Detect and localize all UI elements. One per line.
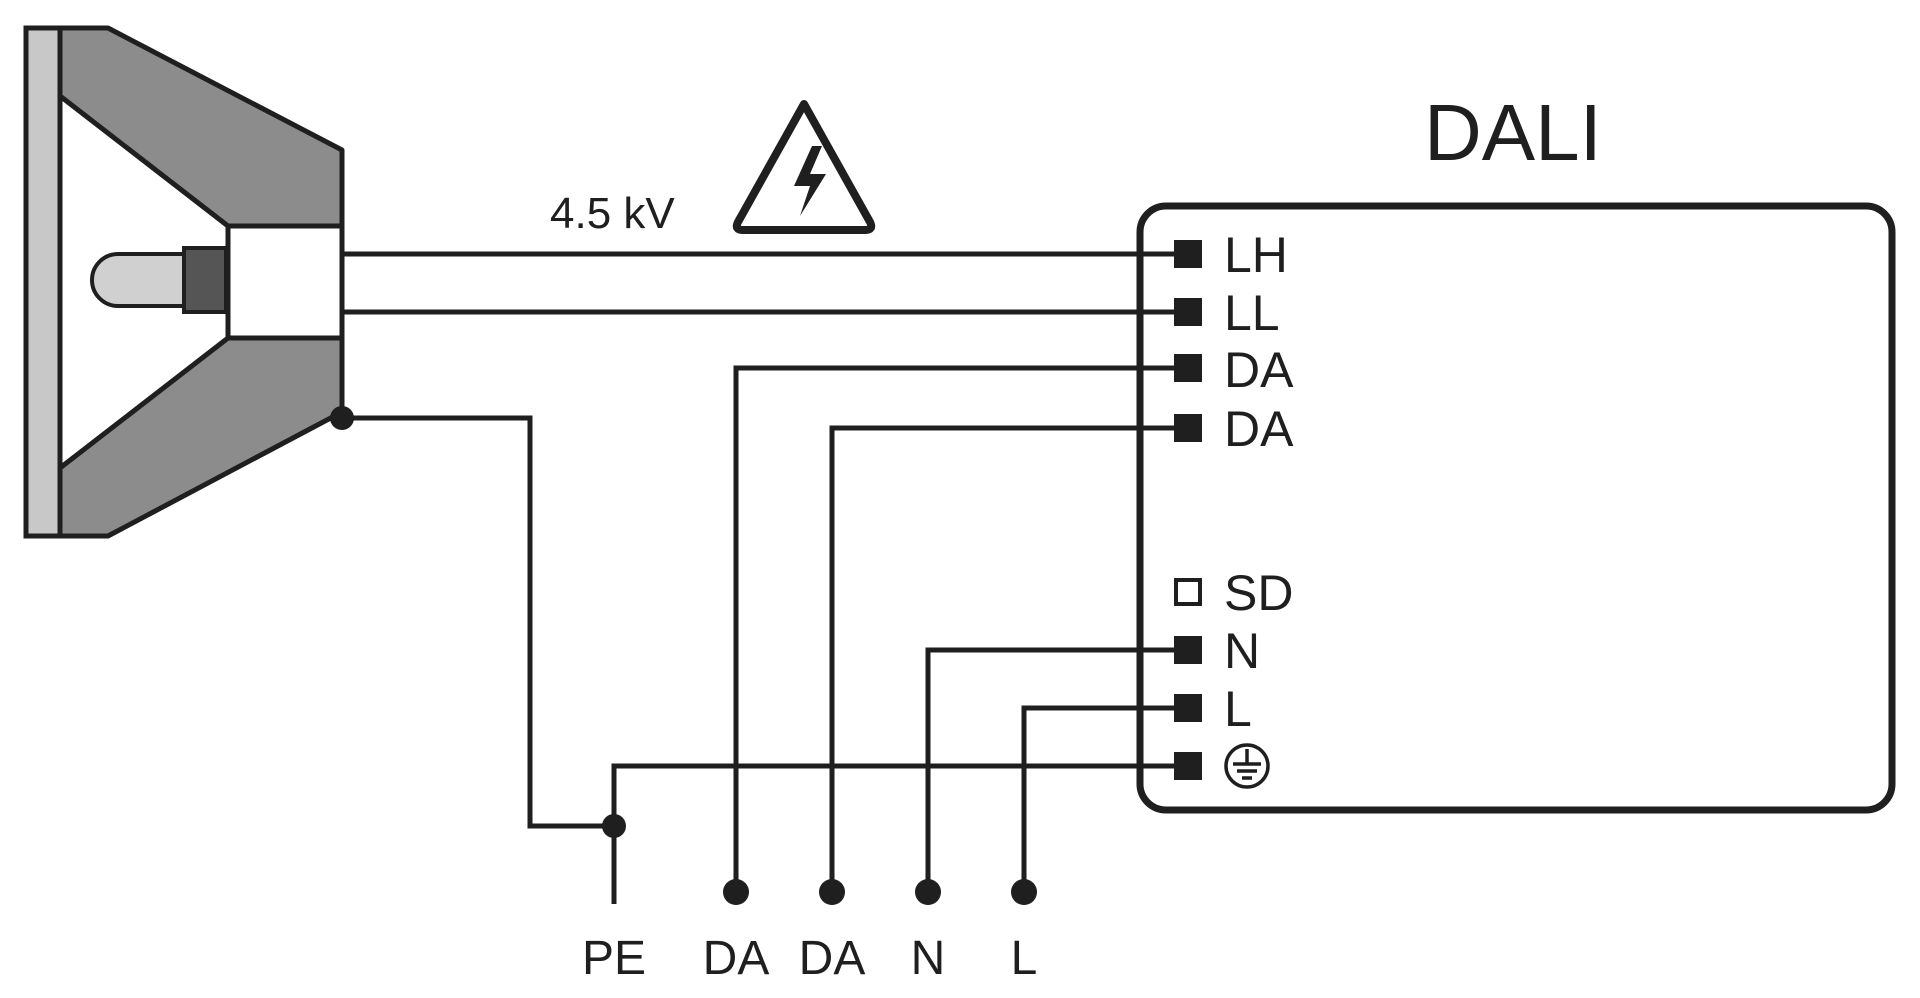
mains-terminal-da1-dot [723,879,749,905]
terminal-ll [1174,298,1202,326]
terminal-label-da2: DA [1224,401,1294,457]
terminal-label-sd: SD [1224,565,1293,621]
lamp-socket [182,246,228,314]
terminal-label-da1: DA [1224,342,1294,398]
terminal-label-lh: LH [1224,227,1288,283]
device-terminals [1174,240,1202,780]
terminal-da2 [1174,414,1202,442]
mains-terminal-da2-dot [819,879,845,905]
luminaire-reflector-lower [57,335,345,539]
lamp-bulb [90,252,186,308]
luminaire [23,25,345,539]
wire-da2 [829,425,1188,892]
mains-terminal-labels: PE DA DA N L [582,932,1037,985]
terminal-label-n: N [1224,623,1260,679]
terminal-l [1174,694,1202,722]
wire-da1 [733,365,1188,892]
terminal-label-l: L [1224,681,1252,737]
junction-luminaire-earth [330,406,354,430]
wire-pe-luminaire [342,415,614,829]
lamp-socket-housing [225,223,345,341]
mains-label-da1: DA [703,932,770,985]
terminal-lh [1174,240,1202,268]
junction-pe [602,814,626,838]
earth-ground-icon [1224,743,1270,789]
mains-terminal-l-dot [1011,879,1037,905]
mains-label-l: L [1011,932,1038,985]
wire-l [1021,705,1188,892]
junctions [330,406,1037,905]
high-voltage-label: 4.5 kV [550,189,675,238]
ballast-box [1136,202,1896,814]
device-title: DALI [1424,88,1602,177]
mains-label-da2: DA [799,932,866,985]
terminal-da1 [1174,354,1202,382]
terminal-pe [1174,752,1202,780]
terminal-sd [1174,578,1202,606]
mains-label-n: N [911,932,946,985]
wires [342,251,1188,904]
mains-terminal-n-dot [915,879,941,905]
luminaire-front-lens [23,25,63,539]
device-terminal-labels: LH LL DA DA SD N L [1224,227,1294,737]
high-voltage-warning-icon [732,100,876,234]
terminal-n [1174,636,1202,664]
terminal-label-ll: LL [1224,285,1280,341]
luminaire-reflector-upper [57,25,345,229]
wire-pe-device [611,763,1188,904]
wire-n [925,647,1188,892]
mains-label-pe: PE [582,932,646,985]
